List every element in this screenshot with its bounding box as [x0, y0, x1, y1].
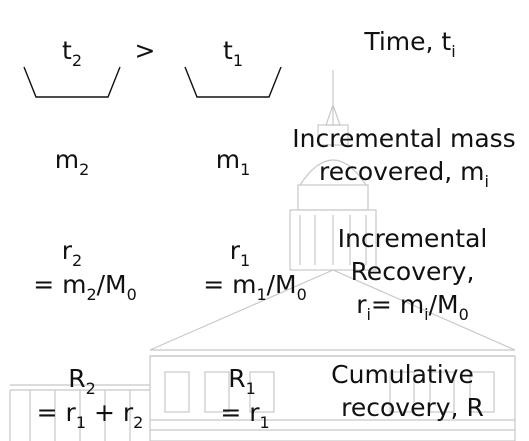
inc-r1: r1 [229, 236, 251, 270]
mass-m1: m1 [215, 145, 251, 179]
time-t1: t1 [223, 36, 243, 70]
cum-R2: R2 [68, 364, 96, 398]
inc-r1-formula: = m1/M0 [203, 270, 307, 304]
sieve-tray-2 [23, 66, 121, 98]
label-mass-line1: Incremental mass [292, 124, 516, 153]
greater-than-symbol: > [134, 36, 156, 65]
sieve-tray-1 [184, 66, 282, 98]
inc-r2: r2 [61, 236, 83, 270]
mass-m2: m2 [54, 145, 90, 179]
cum-R2-formula: = r1 + r2 [36, 398, 144, 432]
label-inc-line3: ri= mi/M0 [356, 290, 469, 324]
label-inc-line2: Recovery, [350, 257, 475, 286]
label-time: Time, ti [364, 27, 456, 61]
time-t2: t2 [62, 36, 82, 70]
label-cum-line2: recovery, R [341, 393, 484, 422]
cum-R1: R1 [228, 364, 256, 398]
cum-R1-formula: = r1 [220, 398, 270, 432]
label-cum-line1: Cumulative [331, 360, 474, 389]
label-inc-line1: Incremental [337, 224, 488, 253]
inc-r2-formula: = m2/M0 [33, 270, 137, 304]
label-mass-line2: recovered, mi [318, 157, 489, 191]
